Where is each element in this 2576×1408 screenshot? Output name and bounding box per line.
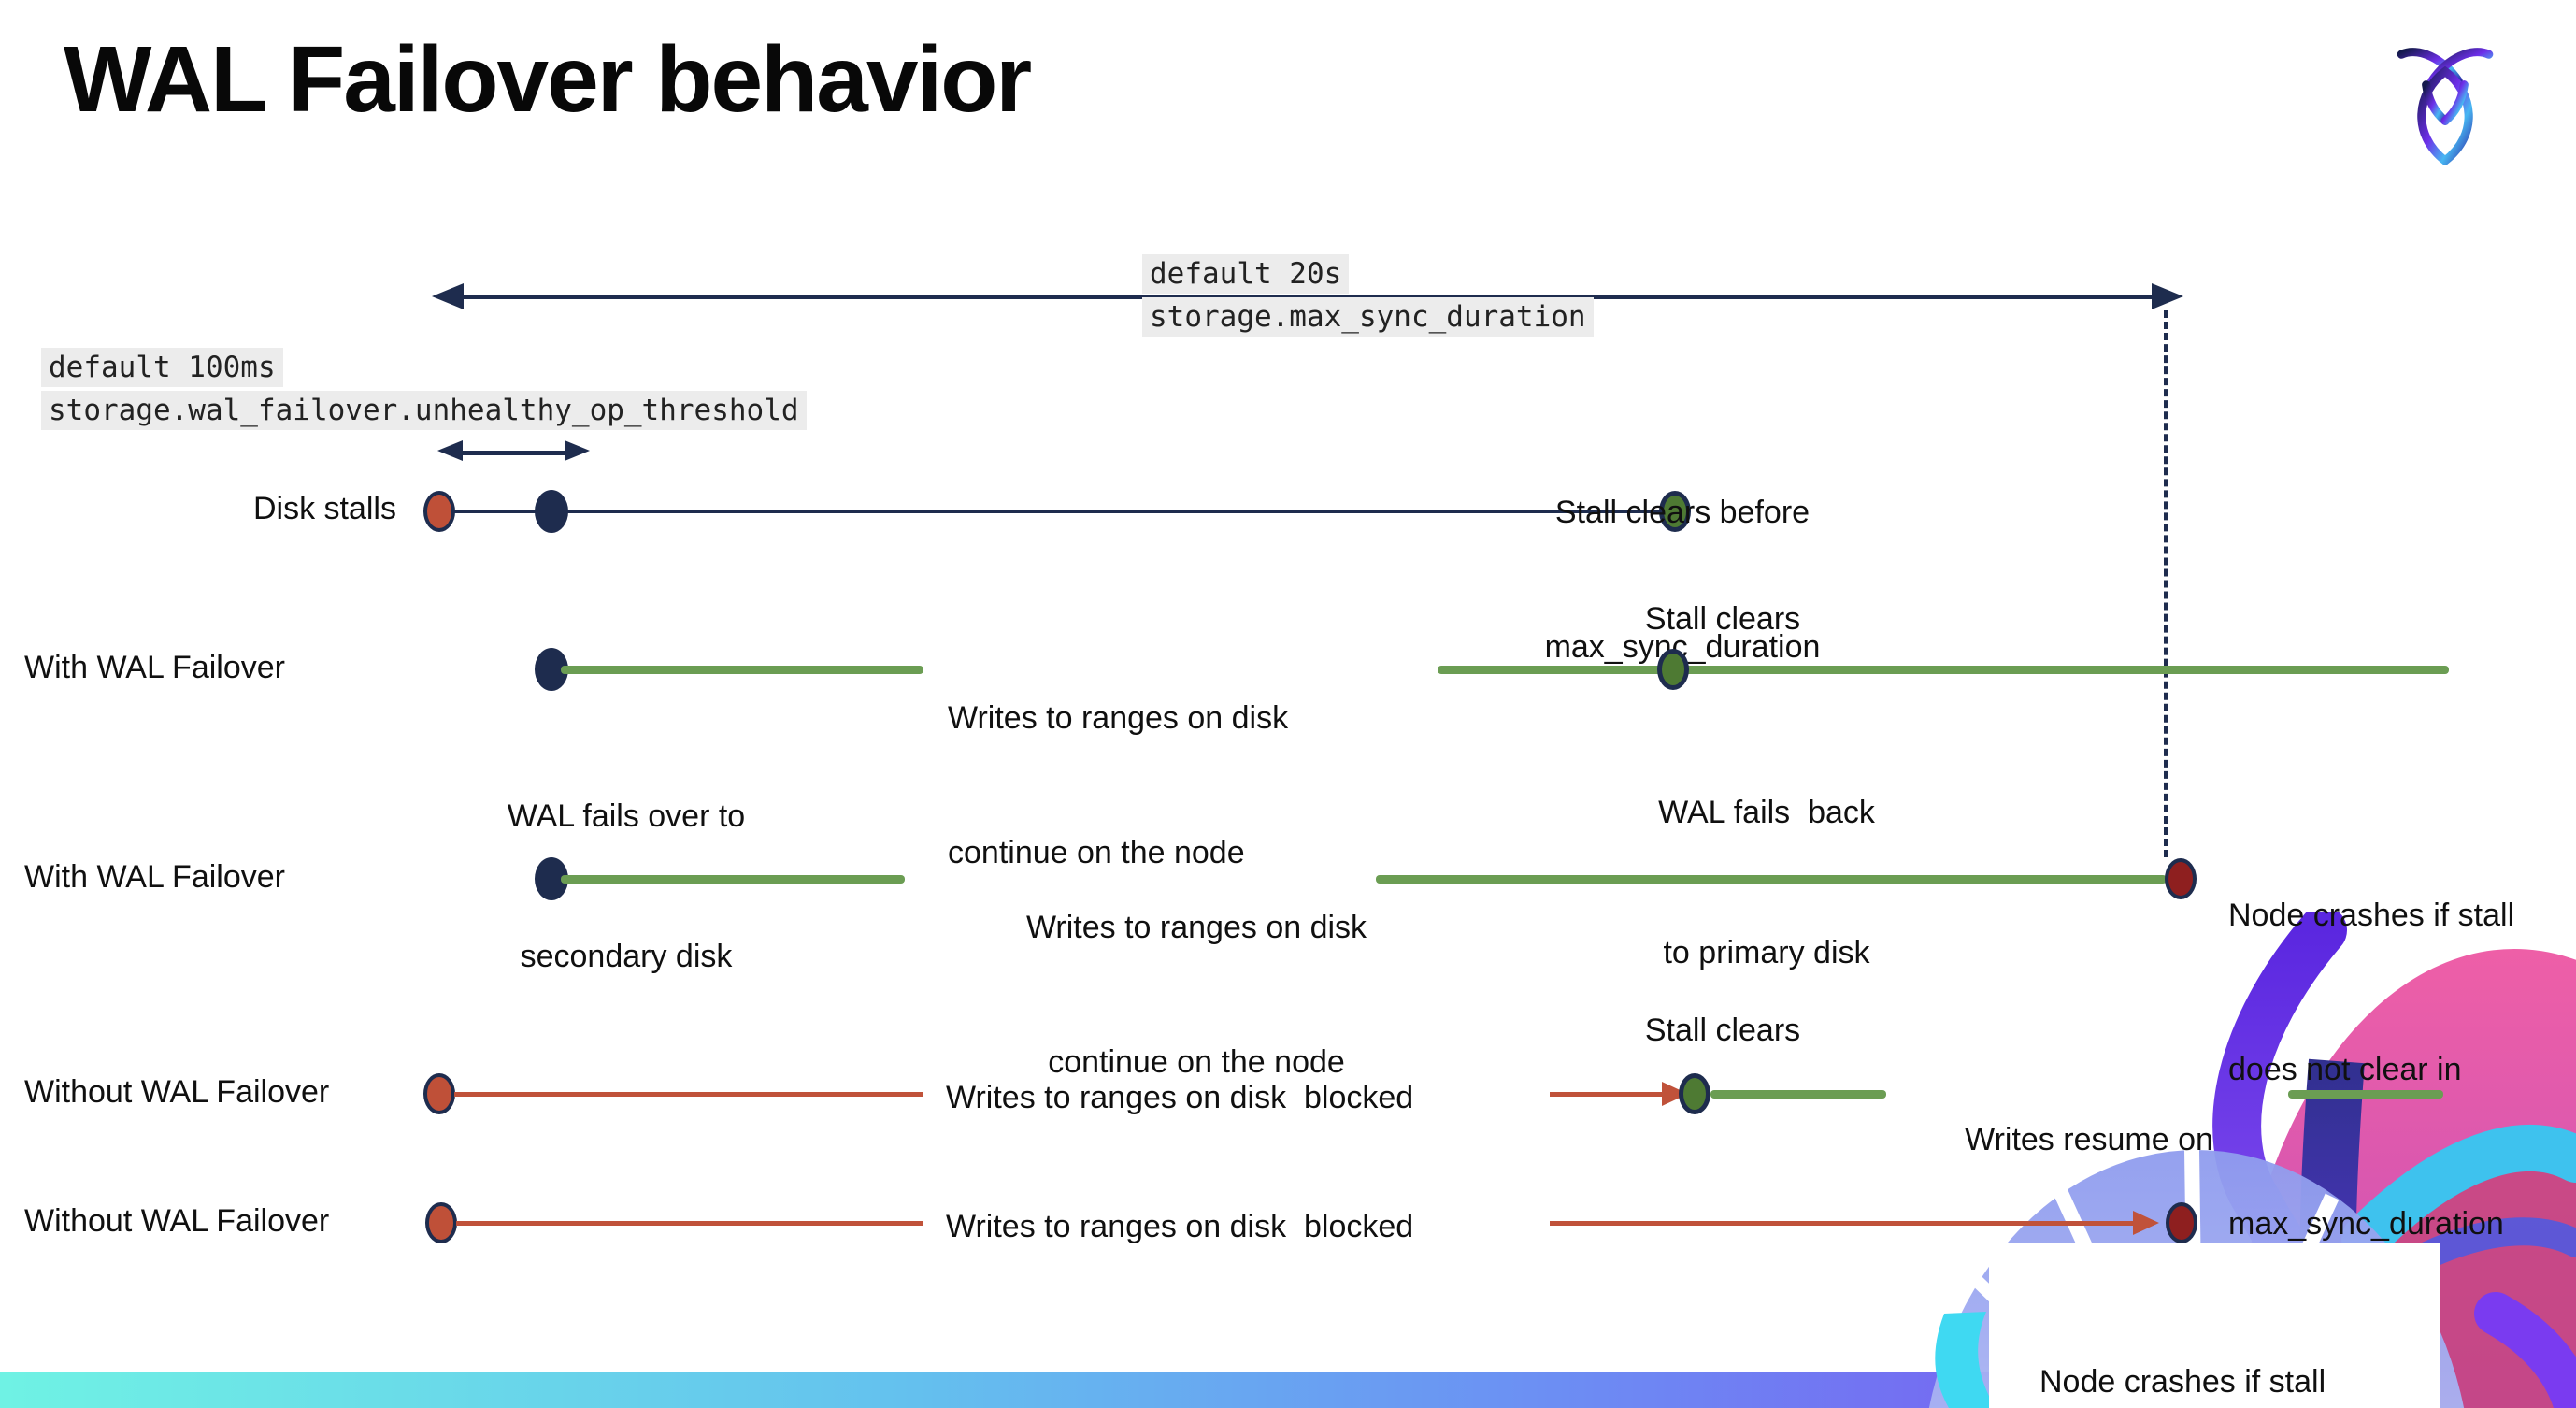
row-label-without-wal-2: Without WAL Failover <box>24 1203 330 1239</box>
without-wal-1-stall-clears-dot <box>1679 1073 1710 1114</box>
wal-fails-back-text: WAL fails back to primary disk <box>1658 795 1875 970</box>
stall-clears-before-text: Stall clears before max_sync_duration <box>1544 495 1821 665</box>
without-wal-1-stall-dot <box>423 1073 455 1114</box>
max-sync-duration-arrowhead-right-icon <box>2152 283 2183 309</box>
without-wal-1-green-line-b <box>2288 1090 2443 1099</box>
without-wal-2-writes-blocked-text: Writes to ranges on disk blocked <box>946 1209 1414 1244</box>
threshold-arrowhead-right-icon <box>565 440 590 461</box>
without-wal-1-red-line-b <box>1550 1092 1664 1097</box>
wal-fails-over-text: WAL fails over to secondary disk <box>507 798 746 974</box>
with-wal-2-crash-dot <box>2165 858 2197 899</box>
disk-stall-timeline <box>441 510 1675 513</box>
stall-clears-before-dot <box>1659 491 1691 532</box>
with-wal-1-green-line-a <box>561 666 923 674</box>
disk-stall-start-dot <box>423 491 455 532</box>
cockroachdb-logo-icon <box>2397 48 2494 165</box>
with-wal-1-stall-clears-dot <box>1657 649 1689 690</box>
with-wal-2-green-line-b <box>1376 875 2167 884</box>
failover-trigger-dot <box>535 490 568 533</box>
max-sync-duration-label: default 20s storage.max_sync_duration <box>1142 254 1594 340</box>
threshold-setting-text: storage.wal_failover.unhealthy_op_thresh… <box>41 391 807 430</box>
max-sync-duration-arrow-line <box>443 295 2165 299</box>
without-wal-2-red-line-b <box>1550 1221 2135 1226</box>
node-crashes-callout-box <box>1989 1243 2440 1408</box>
with-wal-1-writes-continue-text: Writes to ranges on disk continue on the… <box>948 700 1289 870</box>
unhealthy-op-threshold-label: default 100ms storage.wal_failover.unhea… <box>41 348 807 434</box>
with-wal-1-green-line-b <box>1438 666 2449 674</box>
with-wal-2-node-crashes-text: Node crashes if stall does not clear in … <box>2228 898 2515 1242</box>
row-label-with-wal-1: With WAL Failover <box>24 650 285 685</box>
threshold-default-text: default 100ms <box>41 348 283 387</box>
without-wal-1-green-line-a <box>1710 1090 1886 1099</box>
without-wal-2-node-crashes-text: Node crashes if stall does not clear in … <box>2039 1364 2326 1400</box>
without-wal-2-crash-dot <box>2166 1202 2197 1243</box>
threshold-arrow-line <box>449 451 568 455</box>
threshold-arrowhead-left-icon <box>437 440 463 461</box>
without-wal-2-red-line-a <box>456 1221 923 1226</box>
max-sync-deadline-dashed-line <box>2164 310 2168 857</box>
max-sync-duration-arrowhead-left-icon <box>432 283 464 309</box>
with-wal-2-green-line-a <box>561 875 905 884</box>
max-sync-default-text: default 20s <box>1142 254 1350 294</box>
page-title: WAL Failover behavior <box>64 27 1032 132</box>
with-wal-2-writes-continue-text: Writes to ranges on disk continue on the… <box>1025 910 1367 1080</box>
row-label-with-wal-2: With WAL Failover <box>24 859 285 895</box>
without-wal-1-writes-blocked-text: Writes to ranges on disk blocked <box>946 1080 1414 1115</box>
row-label-disk-stalls: Disk stalls <box>252 491 396 526</box>
without-wal-1-stall-clears-text: Stall clears <box>1644 1013 1801 1048</box>
row-label-without-wal-1: Without WAL Failover <box>24 1074 330 1110</box>
max-sync-setting-text: storage.max_sync_duration <box>1142 297 1594 337</box>
without-wal-2-red-arrowhead-icon <box>2133 1211 2159 1235</box>
with-wal-1-stall-clears-text: Stall clears <box>1644 601 1801 637</box>
without-wal-1-red-line-a <box>454 1092 923 1097</box>
without-wal-2-stall-dot <box>425 1202 457 1243</box>
